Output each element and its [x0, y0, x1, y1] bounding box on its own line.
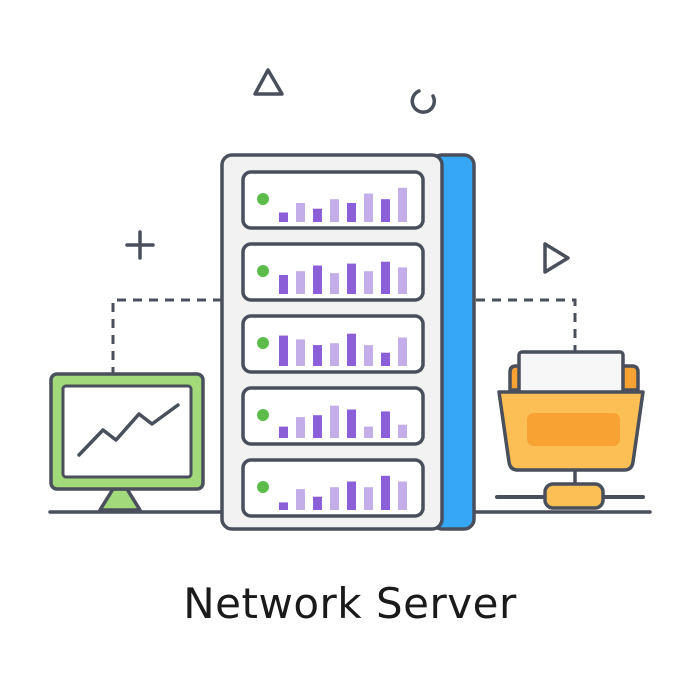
status-led-icon [257, 409, 269, 421]
activity-bar [364, 487, 373, 510]
activity-bar [313, 345, 322, 366]
rack-unit [241, 386, 425, 446]
ring-icon [410, 89, 437, 114]
rack-unit [241, 170, 425, 230]
activity-bar [296, 271, 305, 294]
activity-bar [279, 275, 288, 294]
right-connector [476, 298, 577, 352]
activity-bar [279, 335, 288, 366]
rack-unit [241, 314, 425, 374]
activity-bar [381, 352, 390, 366]
rack-units [241, 170, 425, 518]
server-rack-icon [220, 153, 476, 531]
activity-bar [347, 481, 356, 510]
activity-bar [347, 333, 356, 366]
activity-bar [296, 489, 305, 510]
activity-bar [381, 475, 390, 510]
activity-bar [364, 426, 373, 438]
left-connector [111, 298, 222, 374]
activity-bar [347, 409, 356, 438]
activity-bar [330, 343, 339, 366]
activity-bar [398, 424, 407, 438]
activity-bar [398, 187, 407, 222]
plus-icon [125, 230, 155, 260]
activity-bar [398, 481, 407, 510]
activity-bar [296, 339, 305, 366]
activity-bar [330, 199, 339, 222]
activity-bar [364, 345, 373, 366]
activity-bar [347, 263, 356, 294]
activity-bar [296, 417, 305, 438]
activity-bar [279, 502, 288, 510]
activity-bar [398, 267, 407, 294]
activity-bar [364, 193, 373, 222]
status-led-icon [257, 265, 269, 277]
activity-bar [313, 496, 322, 510]
activity-bar [313, 208, 322, 222]
status-led-icon [257, 337, 269, 349]
rack-unit [241, 458, 425, 518]
activity-bar [347, 203, 356, 222]
activity-bar [313, 415, 322, 438]
play-icon [543, 242, 570, 274]
activity-bar [313, 265, 322, 294]
activity-bar [381, 411, 390, 438]
activity-bar [381, 261, 390, 294]
network-folder-icon [495, 350, 645, 510]
activity-bar [296, 203, 305, 222]
activity-bar [330, 487, 339, 510]
activity-bar [364, 271, 373, 294]
status-led-icon [257, 193, 269, 205]
rack-unit [241, 242, 425, 302]
activity-bar [398, 337, 407, 366]
activity-bar [279, 212, 288, 222]
triangle-icon [253, 68, 284, 96]
activity-bar [381, 199, 390, 222]
activity-bar [330, 273, 339, 294]
caption-title: Network Server [183, 579, 517, 628]
activity-bar [330, 405, 339, 438]
monitor-chart-icon [49, 372, 205, 512]
activity-bar [279, 426, 288, 438]
status-led-icon [257, 481, 269, 493]
